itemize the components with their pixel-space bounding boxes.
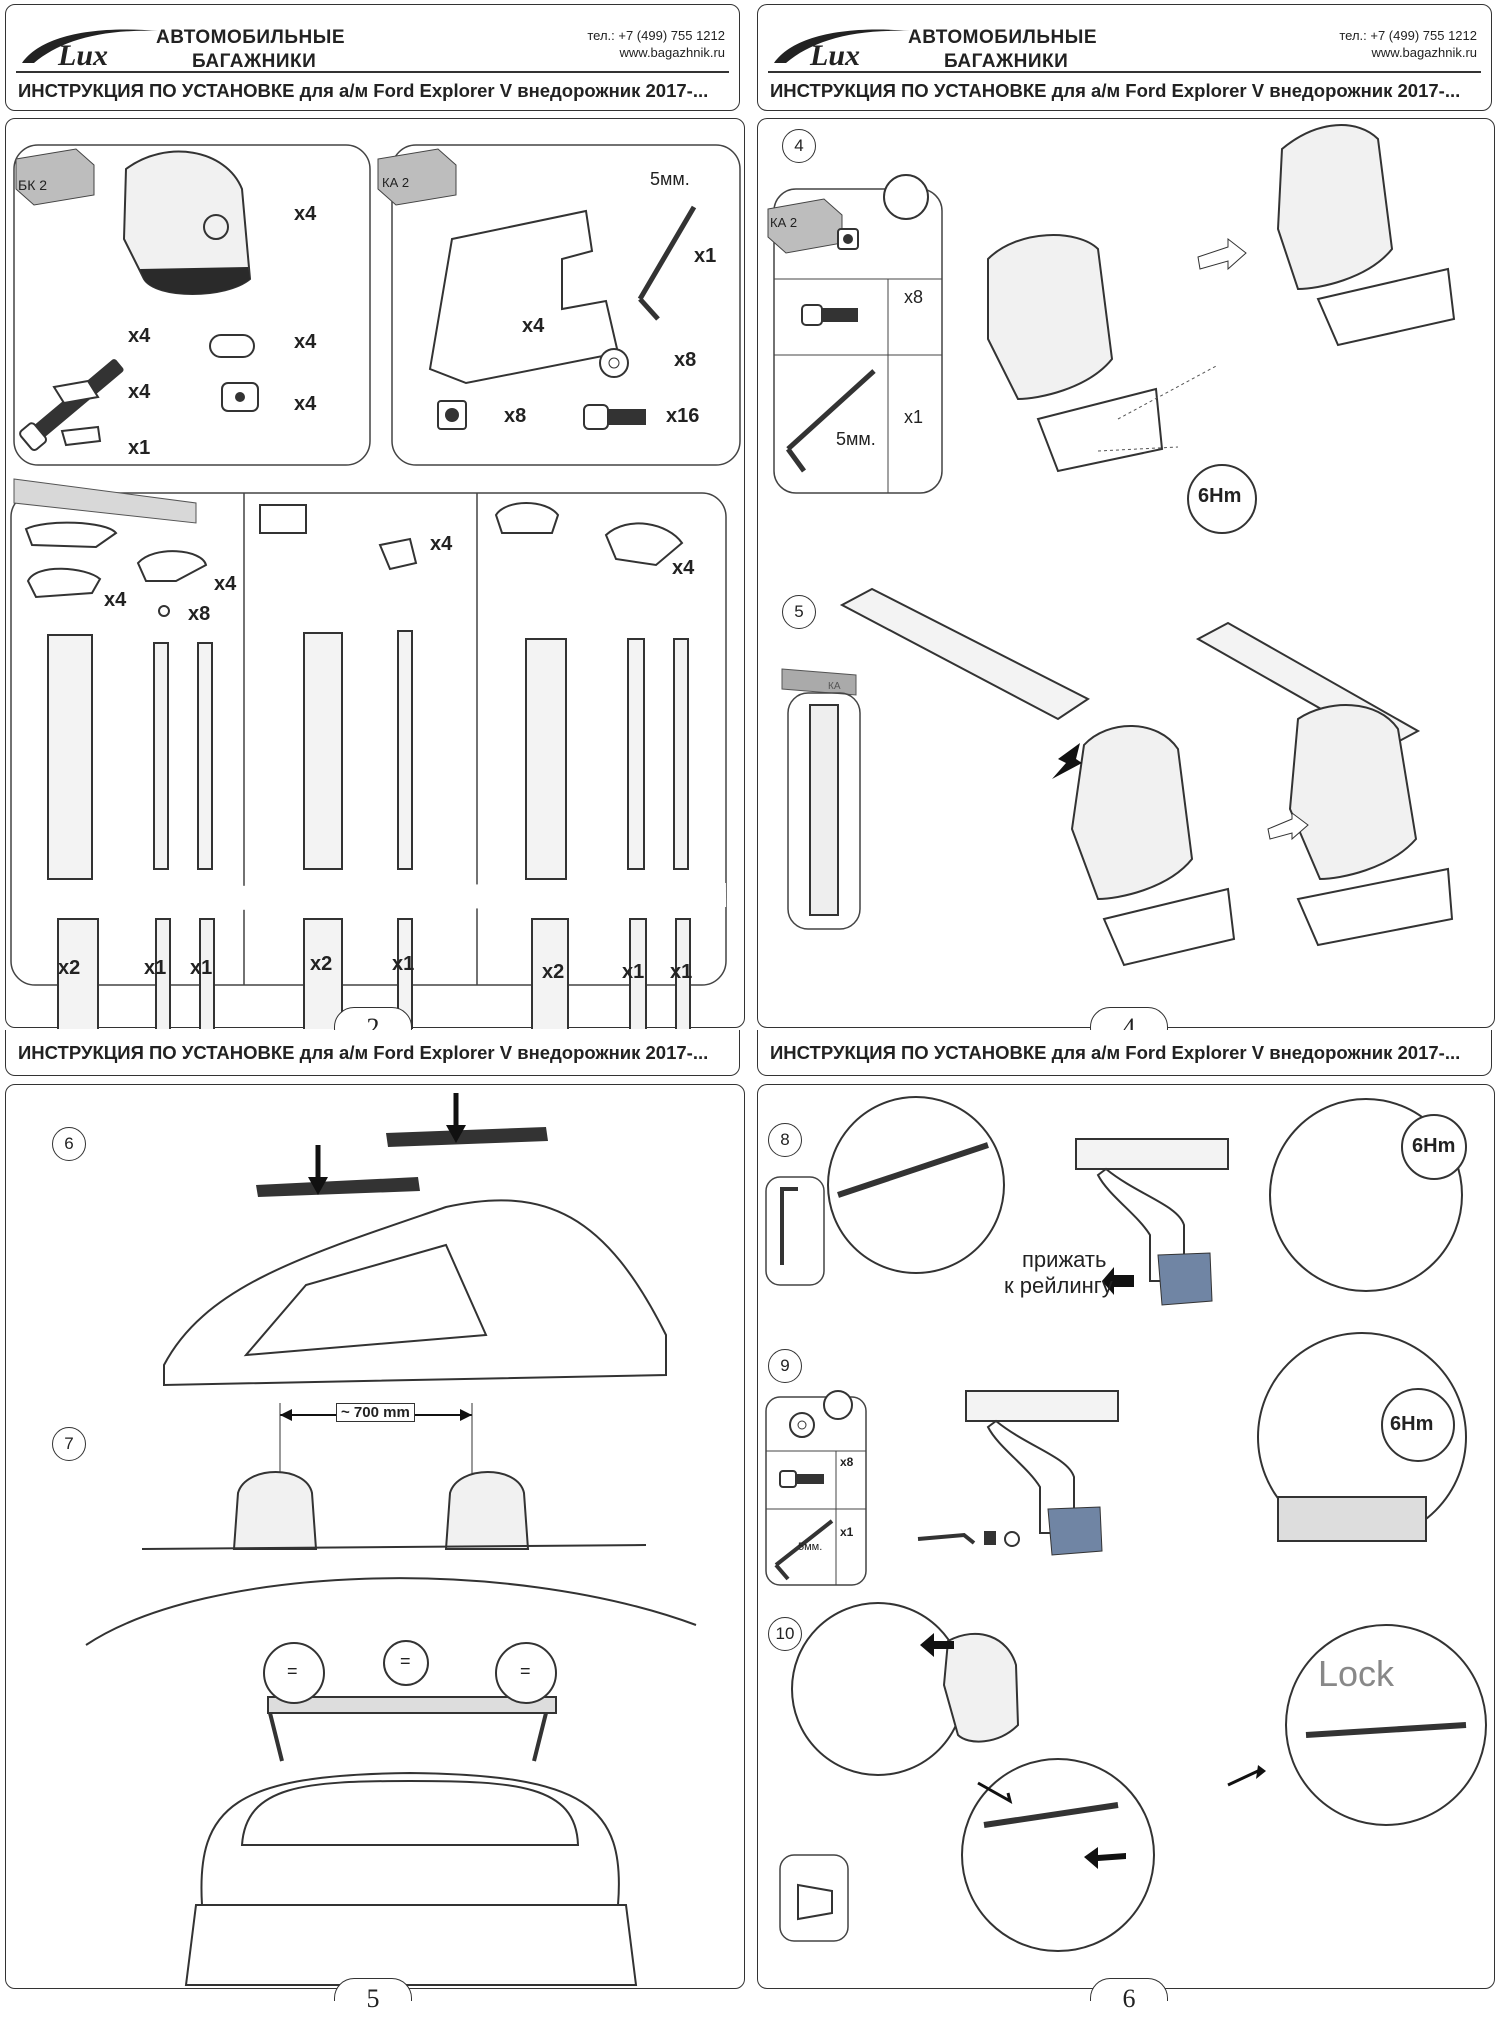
page-4-assembly: 4 5 КА 2 x8 x1 5мм. 6Hm КА — [757, 118, 1495, 1028]
aero-end-qty: x4 — [104, 589, 127, 611]
contact-info: тел.: +7 (499) 755 1212 www.bagazhnik.ru — [1339, 27, 1477, 61]
brand-logo: Lux АВТОМОБИЛЬНЫЕ БАГАЖНИКИ — [20, 17, 350, 77]
instruction-title: ИНСТРУКЦИЯ ПО УСТАНОВКЕ для а/м Ford Exp… — [770, 1042, 1461, 1063]
key-qty: x1 — [128, 437, 151, 459]
page-number-6: 6 — [1090, 1978, 1168, 2013]
wrench-qty: x1 — [694, 245, 717, 267]
press-label-line1: прижать — [1022, 1247, 1107, 1272]
header-divider — [768, 71, 1481, 73]
page-6-fixing: 8 9 10 6Hm 6Hm прижать к рейлингу x8 x1 … — [757, 1084, 1495, 1989]
brand-line1: АВТОМОБИЛЬНЫЕ — [908, 27, 1098, 48]
header-top-right: Lux АВТОМОБИЛЬНЫЕ БАГАЖНИКИ тел.: +7 (49… — [757, 4, 1492, 111]
hex-size-label: 5мм. — [836, 429, 876, 449]
screw-qty: x8 — [840, 1455, 854, 1469]
hex-size-label: 5мм. — [798, 1541, 823, 1553]
header-bottom-left: ИНСТРУКЦИЯ ПО УСТАНОВКЕ для а/м Ford Exp… — [5, 1030, 740, 1076]
aero-bar-qty: x2 — [58, 957, 81, 979]
equal-mark-right: = — [520, 1661, 531, 1681]
pad-qty: x4 — [128, 381, 151, 403]
brand-line2: БАГАЖНИКИ — [192, 51, 317, 72]
instruction-title: ИНСТРУКЦИЯ ПО УСТАНОВКЕ для а/м Ford Exp… — [18, 1042, 709, 1063]
wrench-qty: x1 — [904, 407, 924, 427]
box-label-ka: КА 2 — [382, 175, 410, 190]
instruction-title: ИНСТРУКЦИЯ ПО УСТАНОВКЕ для а/м Ford Exp… — [770, 80, 1461, 101]
step-4-marker: 4 — [782, 129, 816, 163]
phone: тел.: +7 (499) 755 1212 — [1339, 28, 1477, 43]
step-8-marker: 8 — [768, 1123, 802, 1157]
step-9-marker: 9 — [768, 1349, 802, 1383]
fixing-illustration — [765, 1096, 1487, 1952]
step-6-marker: 6 — [52, 1127, 86, 1161]
page-2-parts-list: БК 2 КА 2 5мм. x4 x4 x4 x4 x4 x1 x4 x1 x… — [5, 118, 745, 1029]
torque-label: 6Hm — [1198, 485, 1242, 507]
pin-qty: x4 — [294, 331, 317, 353]
lux-logo-icon: Lux — [22, 29, 158, 72]
brand-line1: АВТОМОБИЛЬНЫЕ — [156, 27, 346, 48]
brand-logo: Lux АВТОМОБИЛЬНЫЕ БАГАЖНИКИ — [772, 17, 1102, 77]
distance-label: ~ 700 mm — [336, 1403, 415, 1422]
foot-qty: x4 — [294, 203, 317, 225]
website: www.bagazhnik.ru — [619, 45, 726, 60]
website: www.bagazhnik.ru — [1371, 45, 1478, 60]
nut-qty: x8 — [504, 405, 527, 427]
bracket-qty: x4 — [522, 315, 545, 337]
step-7-marker: 7 — [52, 1427, 86, 1461]
aero-strip1-qty: x1 — [144, 957, 167, 979]
aero-strip2-qty: x1 — [190, 957, 213, 979]
parts-illustration — [10, 144, 741, 1029]
screw-qty: x16 — [666, 405, 700, 427]
header-bottom-right: ИНСТРУКЦИЯ ПО УСТАНОВКЕ для а/м Ford Exp… — [757, 1030, 1492, 1076]
lux-logo-icon: Lux — [774, 29, 910, 72]
wrench-qty: x1 — [840, 1525, 854, 1539]
page-5-placement: 6 7 ~ 700 mm = = = — [5, 1084, 745, 1989]
equal-mark-left: = — [287, 1661, 298, 1681]
sq-bar-qty: x2 — [310, 953, 333, 975]
step-10-marker: 10 — [768, 1617, 802, 1651]
sq-cap-qty: x4 — [430, 533, 453, 555]
equal-mark-center: = — [400, 1651, 411, 1671]
header-divider — [16, 71, 729, 73]
header-top-left: Lux АВТОМОБИЛЬНЫЕ БАГАЖНИКИ тел.: +7 (49… — [5, 4, 740, 111]
box-label-ka-small: КА — [828, 681, 841, 692]
placement-illustration — [85, 1093, 697, 1986]
lock-label: Lock — [1318, 1653, 1395, 1694]
box-label-bk: БК 2 — [18, 177, 48, 193]
hex-size-label: 5мм. — [650, 169, 690, 189]
sq-strip-qty: x1 — [392, 953, 415, 975]
wing-bar-qty: x2 — [542, 961, 565, 983]
aero-cap-qty: x4 — [214, 573, 237, 595]
brand-line2: БАГАЖНИКИ — [944, 51, 1069, 72]
svg-text:Lux: Lux — [809, 39, 860, 72]
torque-label-step9: 6Hm — [1390, 1413, 1434, 1435]
bolt-long-qty: x4 — [128, 325, 151, 347]
wing-strip1-qty: x1 — [622, 961, 645, 983]
instruction-title: ИНСТРУКЦИЯ ПО УСТАНОВКЕ для а/м Ford Exp… — [18, 80, 709, 101]
screw-qty: x8 — [904, 287, 924, 307]
svg-text:Lux: Lux — [57, 39, 108, 72]
step-5-marker: 5 — [782, 595, 816, 629]
wing-cap-qty: x4 — [672, 557, 695, 579]
press-label-line2: к рейлингу — [1004, 1273, 1113, 1298]
small-screw-qty: x8 — [188, 603, 211, 625]
washer-qty: x8 — [674, 349, 697, 371]
assembly-illustration — [767, 124, 1456, 967]
phone: тел.: +7 (499) 755 1212 — [587, 28, 725, 43]
torque-label-step8: 6Hm — [1412, 1135, 1456, 1157]
wing-strip2-qty: x1 — [670, 961, 693, 983]
contact-info: тел.: +7 (499) 755 1212 www.bagazhnik.ru — [587, 27, 725, 61]
page-number-5: 5 — [334, 1978, 412, 2013]
box-label-ka: КА 2 — [770, 215, 798, 230]
square-qty: x4 — [294, 393, 317, 415]
